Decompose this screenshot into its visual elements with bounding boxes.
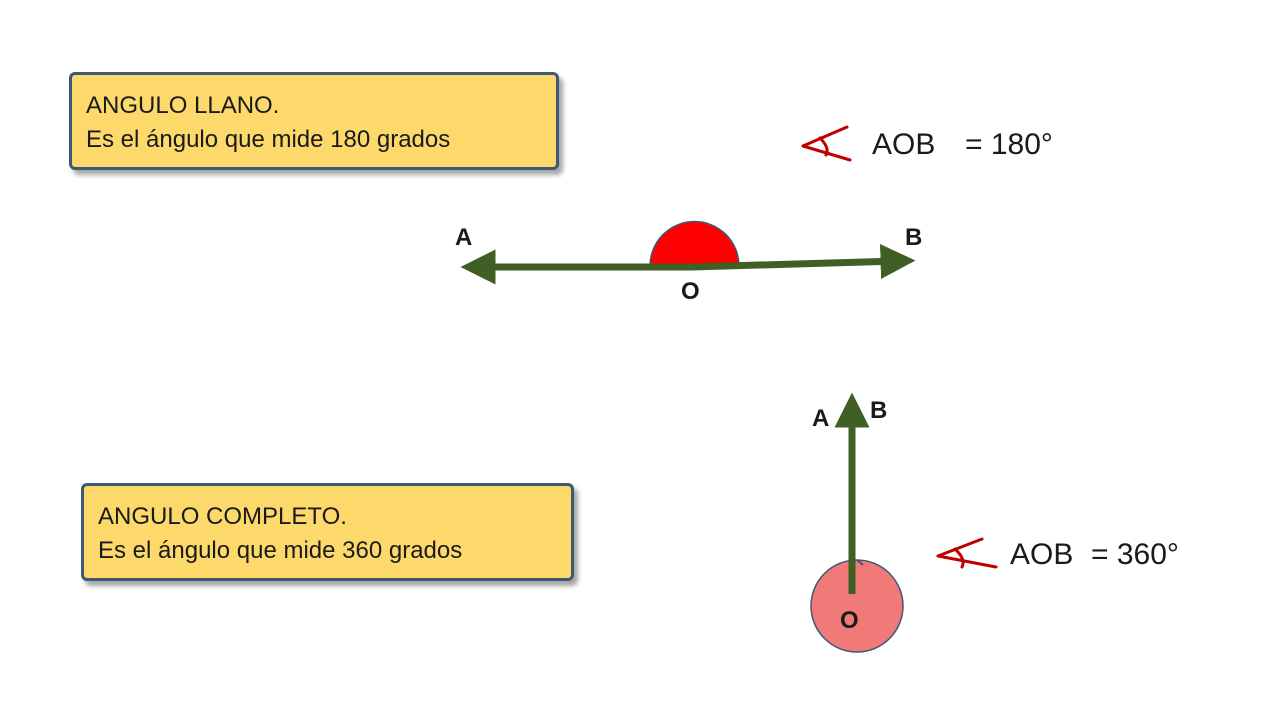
- point-b-label: B: [905, 224, 922, 251]
- full-angle-equation: AOB = 360°: [936, 537, 1179, 571]
- definition-box-llano: ANGULO LLANO. Es el ángulo que mide 180 …: [69, 72, 559, 170]
- angle-icon: [936, 537, 998, 569]
- straight-angle-figure: A B O: [455, 220, 922, 305]
- semicircle-arc: [649, 220, 740, 267]
- angle-value: = 360°: [1091, 538, 1179, 571]
- angle-icon: [801, 125, 852, 162]
- point-a-label: A: [455, 224, 472, 251]
- ray-ob: [691, 244, 916, 280]
- rotation-arrow-icon: [856, 559, 864, 566]
- full-circle: [810, 559, 904, 653]
- definition-text: Es el ángulo que mide 360 grados: [98, 537, 463, 564]
- full-angle-figure: A B O: [810, 392, 904, 653]
- point-a-label: A: [812, 405, 829, 432]
- definition-box-completo: ANGULO COMPLETO. Es el ángulo que mide 3…: [81, 483, 574, 581]
- definition-title: ANGULO LLANO.: [86, 92, 280, 119]
- straight-angle-equation: AOB = 180°: [801, 125, 1053, 162]
- vertex-o-label: O: [840, 607, 859, 634]
- point-b-label: B: [870, 397, 887, 424]
- angle-value: = 180°: [965, 128, 1053, 161]
- vertex-o-label: O: [681, 278, 700, 305]
- angle-name: AOB: [1010, 538, 1073, 571]
- definition-text: Es el ángulo que mide 180 grados: [86, 126, 451, 153]
- definition-title: ANGULO COMPLETO.: [98, 503, 347, 530]
- angle-name: AOB: [872, 128, 935, 161]
